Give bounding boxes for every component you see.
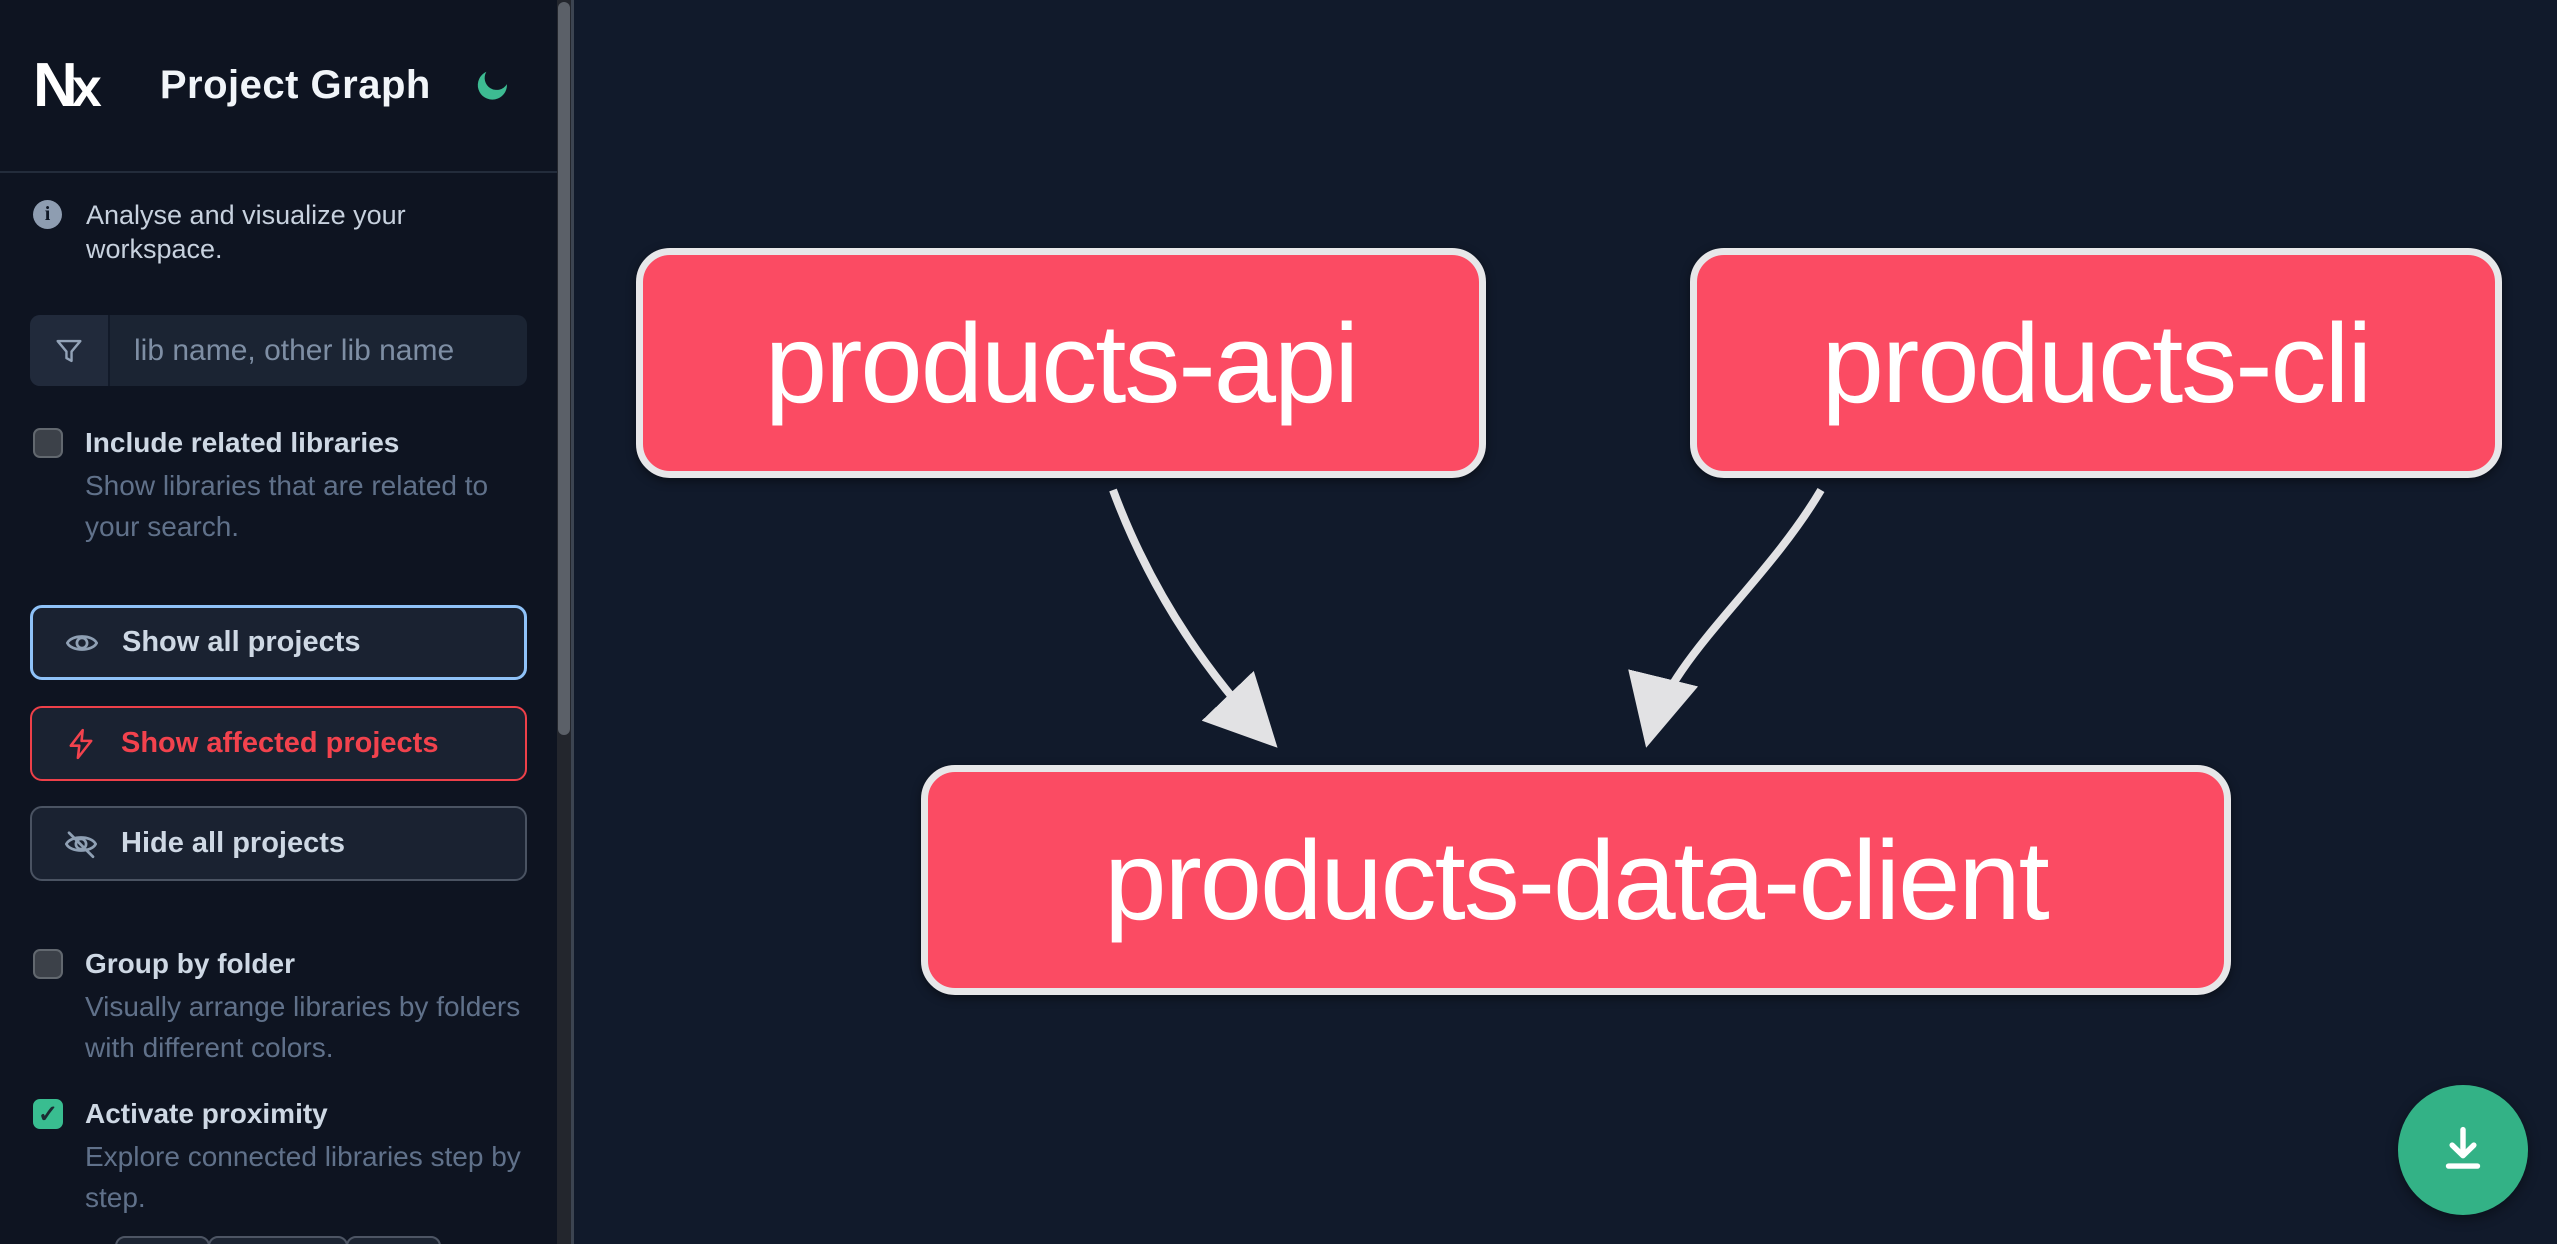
graph-canvas[interactable] (574, 0, 2557, 1244)
proximity-stepper (115, 1236, 445, 1244)
show-affected-projects-button[interactable]: Show affected projects (30, 706, 527, 781)
eye-off-icon (63, 826, 99, 862)
sidebar-scrollbar[interactable] (557, 0, 571, 1244)
toggle-include-related: Include related libraries Show libraries… (33, 424, 533, 547)
theme-toggle-button[interactable] (473, 66, 513, 106)
activate-proximity-checkbox[interactable]: ✓ (33, 1099, 63, 1129)
graph-node-products-data-client[interactable]: products-data-client (921, 765, 2231, 995)
toggle-activate-proximity: ✓ Activate proximity Explore connected l… (33, 1095, 533, 1218)
scrollbar-thumb[interactable] (558, 2, 570, 735)
proximity-increment-button[interactable] (346, 1236, 441, 1244)
proximity-decrement-button[interactable] (115, 1236, 210, 1244)
download-icon (2432, 1118, 2494, 1183)
toggle-description: Show libraries that are related to your … (85, 470, 489, 542)
tagline-row: i Analyse and visualize your workspace. (33, 198, 533, 266)
toggle-label: Activate proximity (85, 1098, 328, 1129)
search-box (30, 315, 527, 386)
panel-separator (571, 0, 574, 1244)
group-by-folder-checkbox[interactable] (33, 949, 63, 979)
download-button[interactable] (2398, 1085, 2528, 1215)
page-title: Project Graph (159, 63, 431, 107)
proximity-value-display (208, 1236, 348, 1244)
filter-funnel-icon (30, 315, 110, 386)
toggle-description: Explore connected libraries step by step… (85, 1141, 521, 1213)
toggle-group-by-folder: Group by folder Visually arrange librari… (33, 945, 533, 1068)
toggle-label: Group by folder (85, 948, 295, 979)
node-label: products-data-client (1104, 817, 2050, 943)
nx-logo-n: N (33, 50, 78, 120)
toggle-description: Visually arrange libraries by folders wi… (85, 991, 521, 1063)
button-label: Show all projects (122, 626, 361, 658)
node-label: products-cli (1821, 300, 2373, 426)
hide-all-projects-button[interactable]: Hide all projects (30, 806, 527, 881)
graph-node-products-cli[interactable]: products-cli (1690, 248, 2502, 478)
show-all-projects-button[interactable]: Show all projects (30, 605, 527, 680)
eye-icon (64, 625, 100, 661)
search-input[interactable] (110, 315, 527, 386)
moon-icon (474, 65, 512, 106)
tagline: Analyse and visualize your workspace. (86, 200, 406, 264)
info-icon: i (33, 200, 62, 229)
graph-node-products-api[interactable]: products-api (636, 248, 1486, 478)
include-related-checkbox[interactable] (33, 428, 63, 458)
bolt-icon (63, 726, 99, 762)
button-label: Hide all projects (121, 827, 346, 859)
toggle-label: Include related libraries (85, 427, 400, 458)
node-label: products-api (764, 300, 1359, 426)
button-label: Show affected projects (121, 727, 439, 759)
nx-logo-x: x (71, 57, 102, 118)
